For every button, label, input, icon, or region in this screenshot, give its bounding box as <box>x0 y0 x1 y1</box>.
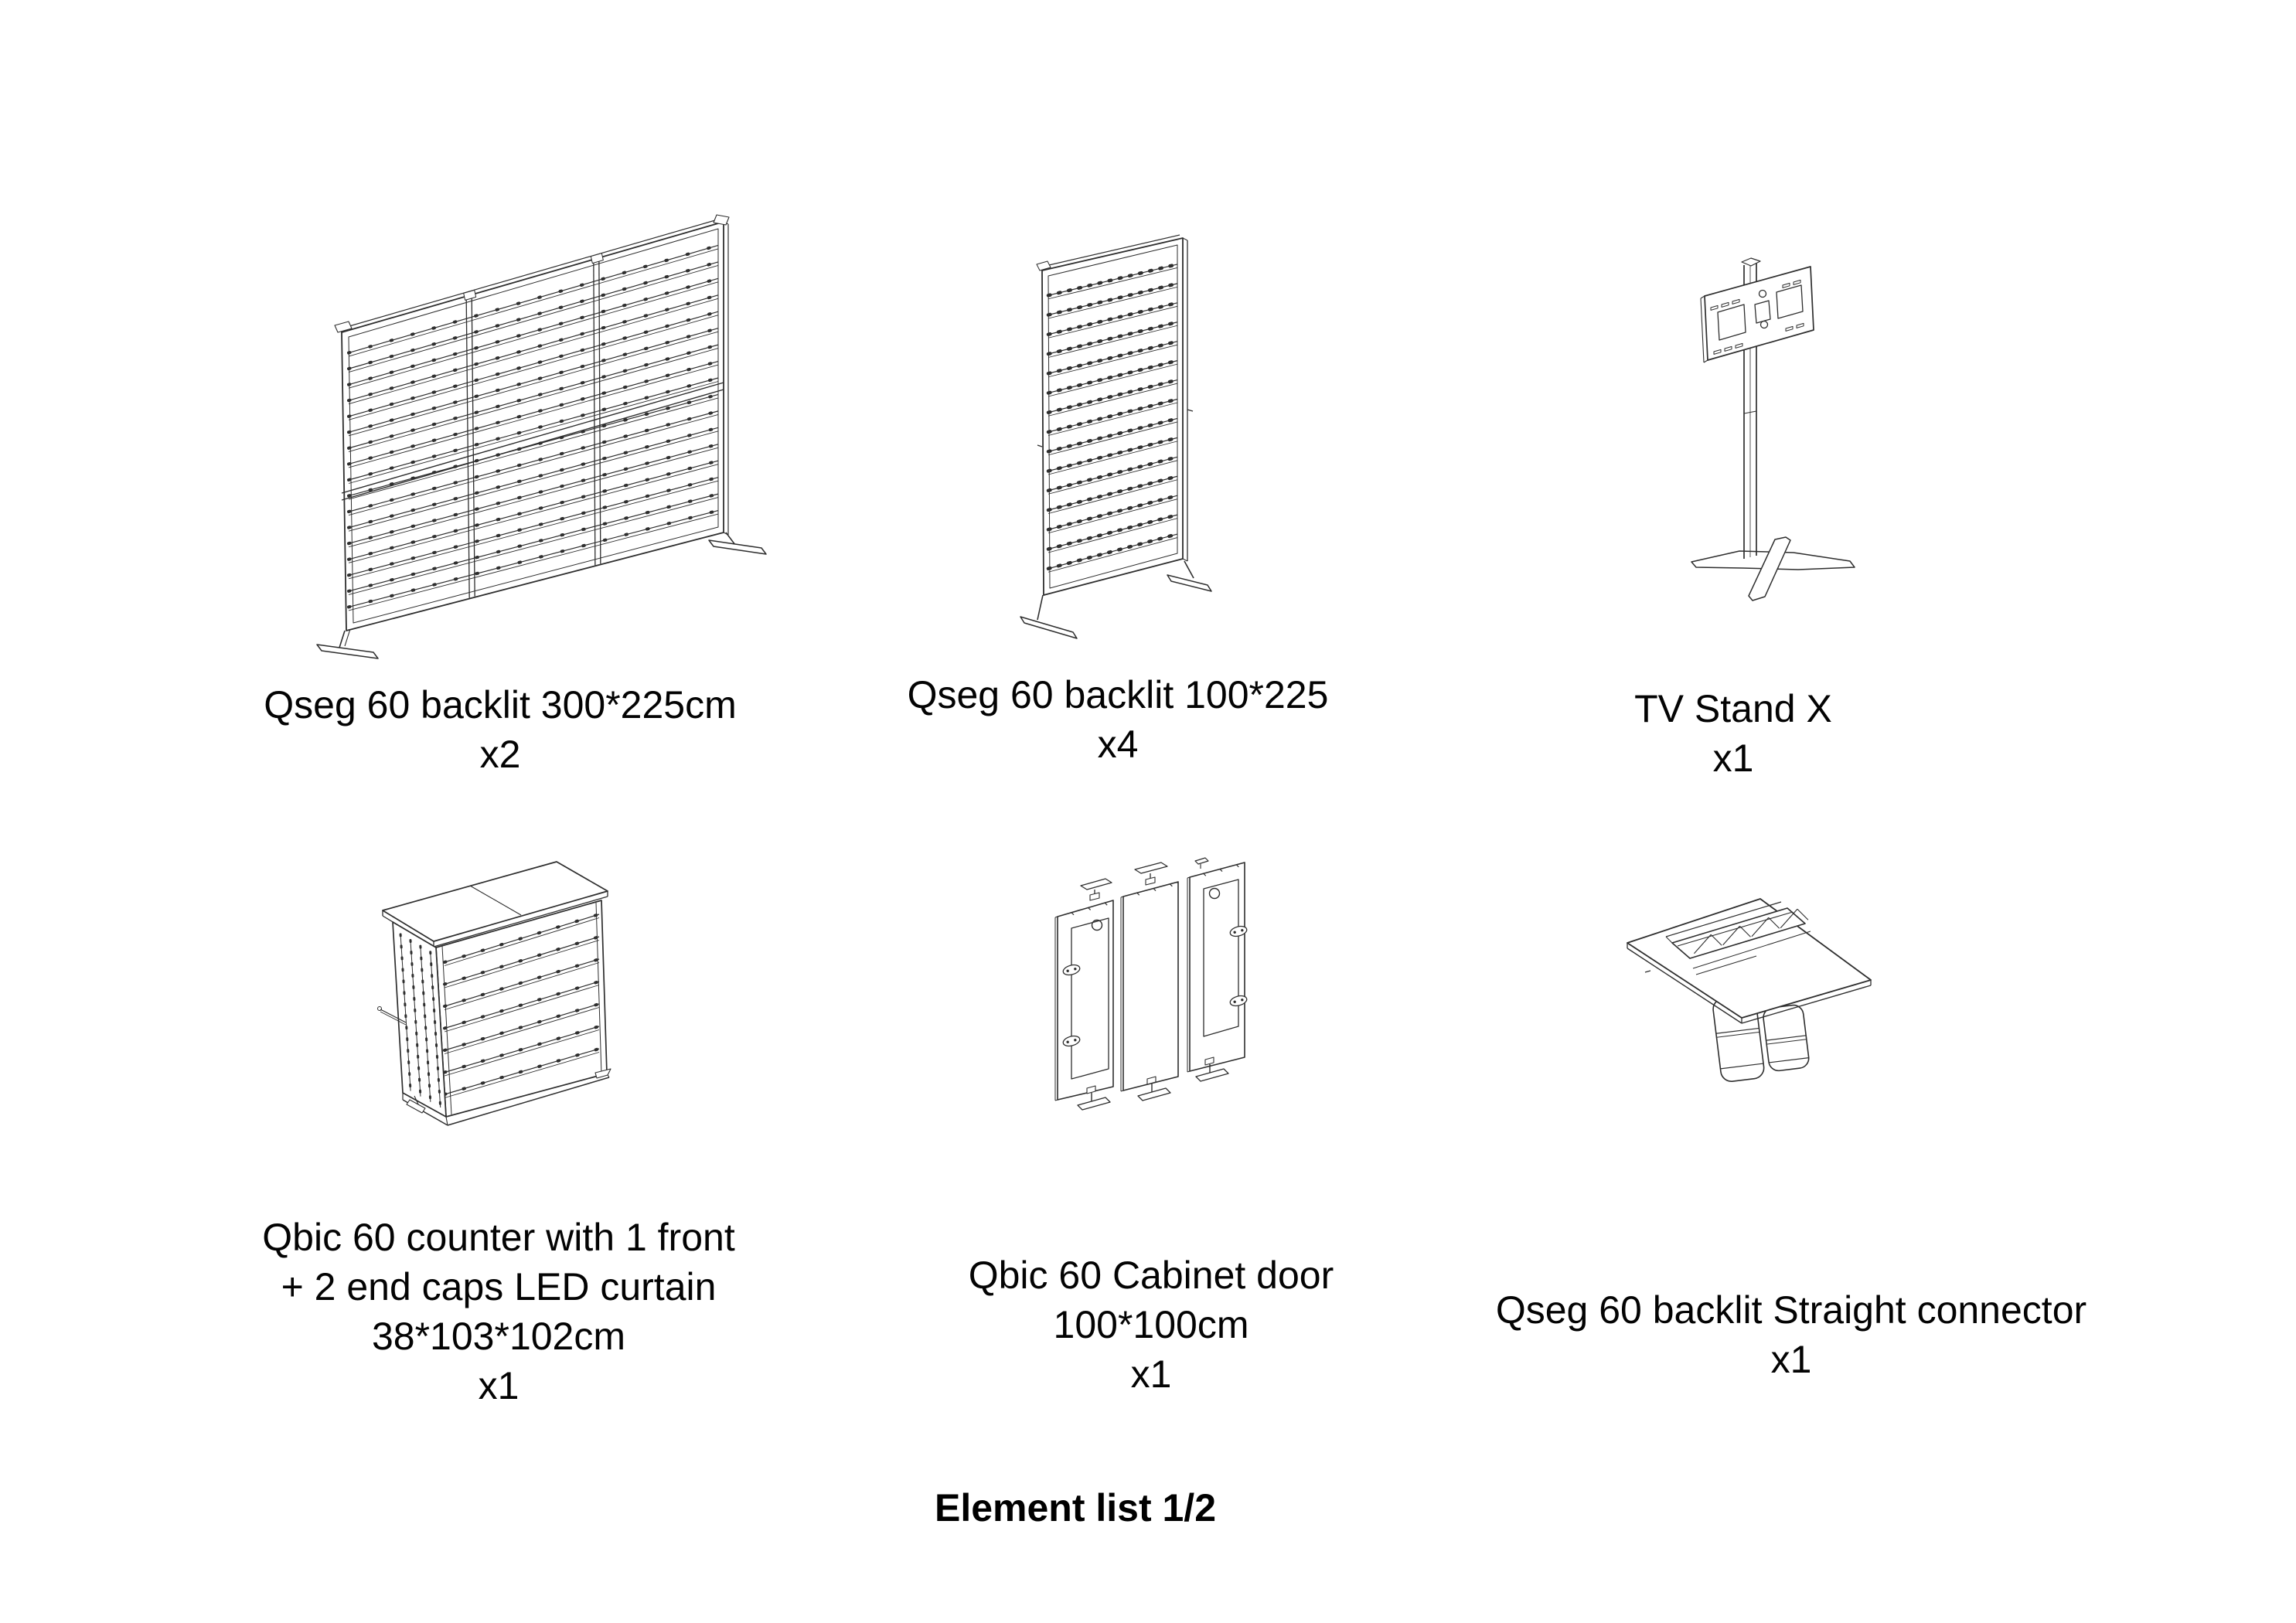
backlit-wall-100x225-icon <box>1020 234 1212 639</box>
item-name: Qseg 60 backlit Straight connector <box>1495 1288 2087 1332</box>
item-qty: x1 <box>478 1364 519 1407</box>
item-name: + 2 end caps LED curtain <box>281 1265 717 1308</box>
item-name: 100*100cm <box>1053 1303 1249 1346</box>
counter-icon <box>377 861 611 1126</box>
item-name: Qbic 60 Cabinet door <box>968 1254 1334 1297</box>
item-label-qbic-counter: Qbic 60 counter with 1 front + 2 end cap… <box>189 1213 808 1410</box>
qseg-300x225-drawing <box>313 214 767 663</box>
straight-connector-icon <box>1627 898 1872 1082</box>
item-label-tv-stand: TV Stand X x1 <box>1540 684 1926 783</box>
item-label-cabinet-door: Qbic 60 Cabinet door 100*100cm x1 <box>881 1250 1422 1399</box>
item-qty: x1 <box>1712 737 1754 780</box>
item-qty: x4 <box>1097 723 1139 766</box>
item-qty: x2 <box>479 733 521 776</box>
straight-connector-drawing <box>1616 881 1894 1105</box>
item-label-qseg-100x225: Qseg 60 backlit 100*225 x4 <box>847 670 1388 769</box>
item-name: TV Stand X <box>1634 687 1832 730</box>
tv-stand-drawing <box>1662 236 1917 614</box>
qseg-100x225-drawing <box>1005 215 1237 659</box>
item-qty: x1 <box>1130 1352 1172 1396</box>
item-name: Qseg 60 backlit 300*225cm <box>264 683 737 726</box>
item-name: 38*103*102cm <box>371 1315 626 1358</box>
page-title: Element list 1/2 <box>934 1486 1217 1529</box>
item-name: Qseg 60 backlit 100*225 <box>907 673 1329 716</box>
item-label-qseg-300x225: Qseg 60 backlit 300*225cm x2 <box>230 680 771 779</box>
backlit-wall-300x225-icon <box>316 214 767 659</box>
tv-stand-icon <box>1691 257 1855 601</box>
item-name: Qbic 60 counter with 1 front <box>262 1216 735 1259</box>
item-label-straight-connector: Qseg 60 backlit Straight connector x1 <box>1443 1285 2139 1384</box>
item-qty: x1 <box>1770 1338 1812 1381</box>
cabinet-doors-icon <box>1054 857 1248 1111</box>
qbic-counter-drawing <box>371 845 626 1138</box>
cabinet-door-drawing <box>1036 845 1291 1123</box>
